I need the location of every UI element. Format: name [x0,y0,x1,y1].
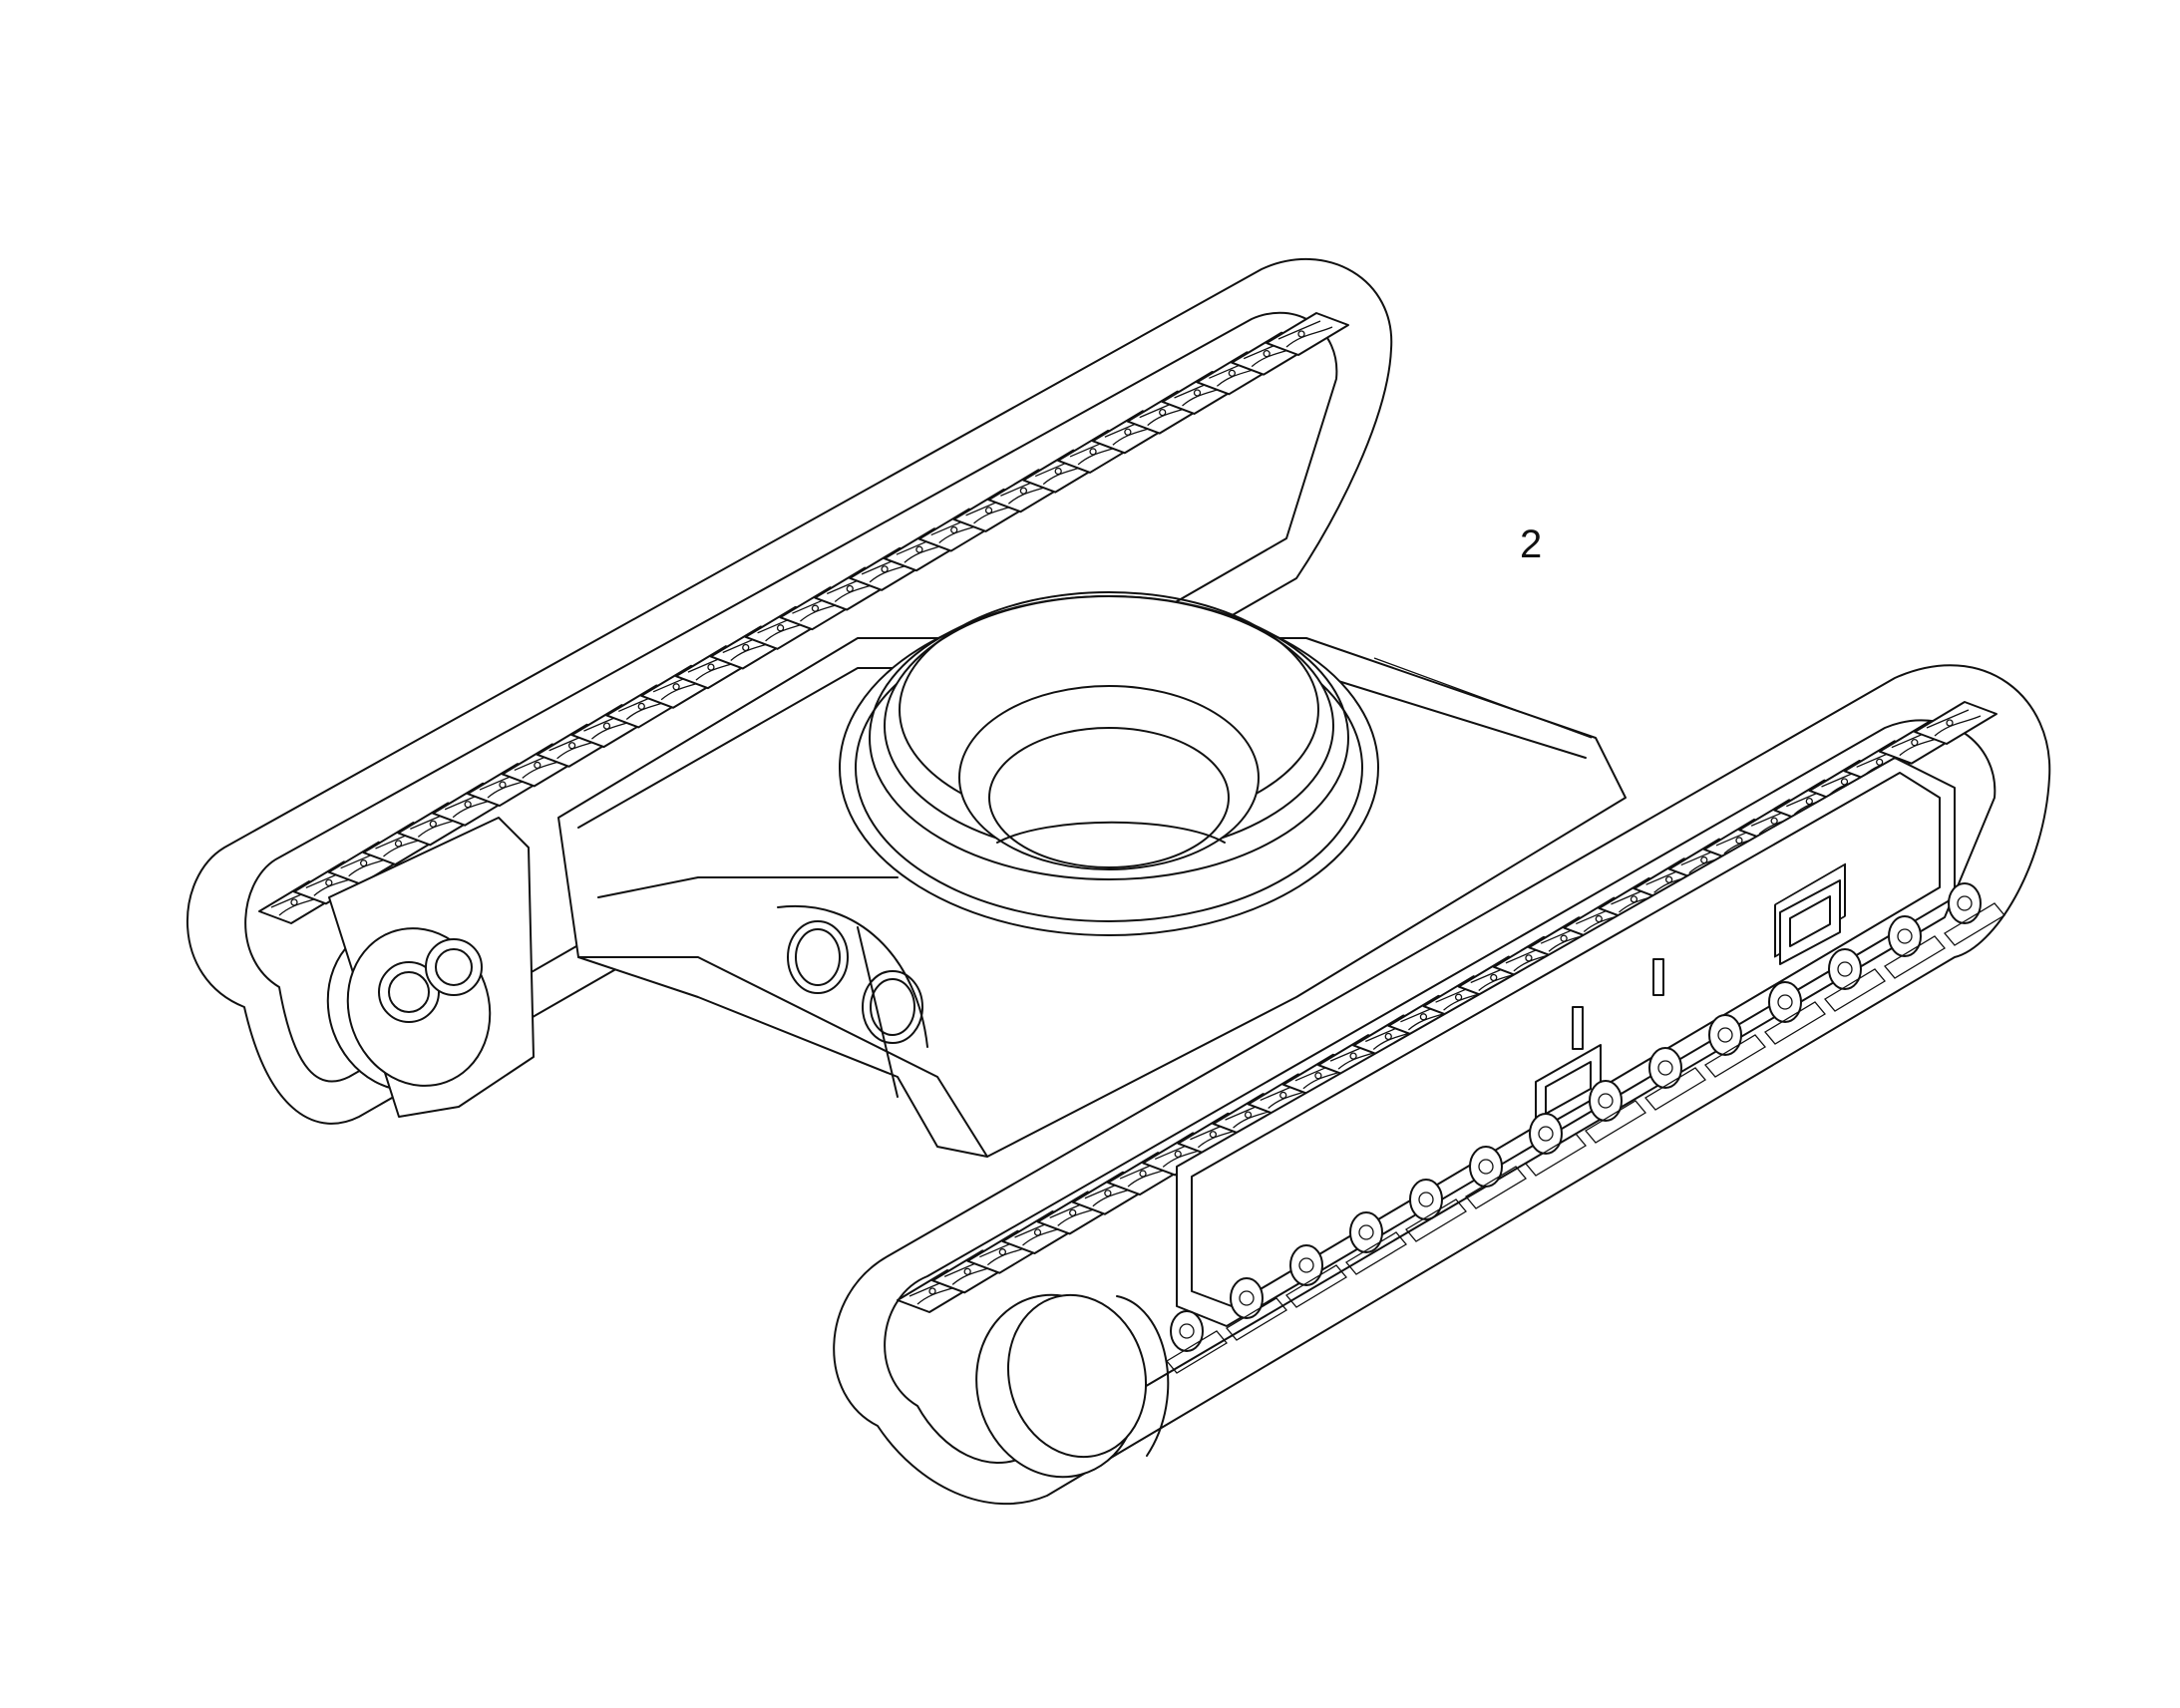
track-roller [1345,1211,1407,1275]
track-roller [1285,1244,1347,1308]
track-roller [1884,915,1946,979]
track-roller [1465,1146,1527,1209]
track-shoe [1266,312,1349,356]
swing-bearing-ring [839,591,1379,936]
track-shoe [1914,701,1998,745]
track-roller [1704,1014,1766,1078]
right-crawler-track [833,664,2051,1506]
track-roller [1525,1113,1587,1177]
track-roller [1405,1179,1467,1242]
callout-number: 2 [1520,522,1543,566]
track-roller [1764,981,1826,1045]
track-roller [1824,948,1886,1012]
track-roller [1166,1310,1228,1374]
track-roller [1644,1047,1706,1111]
track-roller [1226,1277,1287,1341]
track-roller [1585,1080,1646,1144]
callout-leader-line [1373,657,1593,739]
track-roller [1944,882,2005,946]
